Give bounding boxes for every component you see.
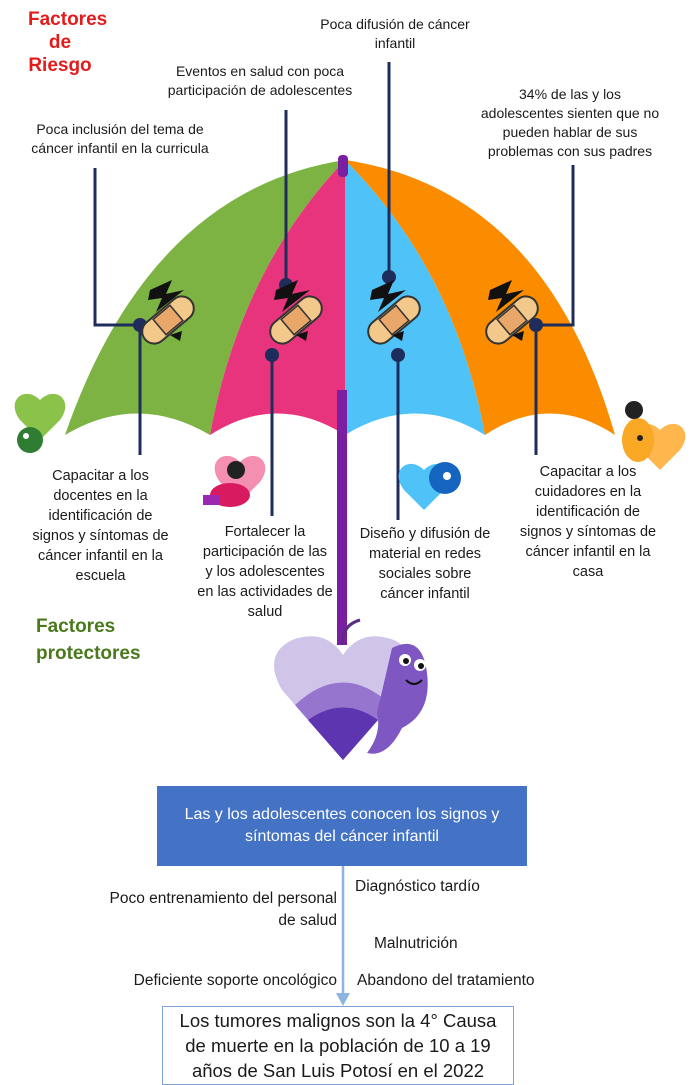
umbrella-shaft [337, 390, 347, 645]
bandaid-icon [269, 295, 323, 345]
heart-mascot-blue-icon [398, 462, 461, 510]
canopy-panel-cyan [345, 160, 485, 435]
risk-factor-center-left: Eventos en salud con poca participación … [167, 63, 353, 98]
risk-connectors [93, 62, 575, 327]
canopy-scallop-2 [210, 413, 345, 435]
flow-factor-malnutrition: Malnutrición [374, 935, 458, 952]
bandaid-icon [485, 295, 539, 345]
protective-factor-participation: Fortalecer la participación de las y los… [197, 524, 333, 620]
canopy-panel-orange [345, 160, 615, 435]
protective-factors-title: Factores protectores [36, 616, 141, 664]
risk-factor-left: Poca inclusión del tema de cáncer infant… [31, 121, 209, 156]
bandaid-icon [141, 295, 195, 345]
heart-mascot-purple-icon [274, 636, 428, 760]
lightning-icon [148, 280, 524, 341]
heart-mascot-pink-icon [203, 455, 266, 507]
flow-factor-staff-training: Poco entrenamiento del personal de salud [109, 890, 337, 929]
flow-factor-oncology-support: Deficiente soporte oncológico [133, 972, 337, 989]
risk-factor-right: 34% de las y los adolescentes sienten qu… [480, 86, 660, 159]
flow-factor-treatment-abandonment: Abandono del tratamiento [357, 972, 535, 989]
umbrella-handle-hook [340, 618, 361, 646]
canopy-scallop-3 [345, 413, 485, 435]
umbrella-tip [338, 155, 348, 177]
canopy-scallop-4 [485, 413, 615, 435]
heart-mascot-orange-icon [622, 401, 686, 470]
bandaid-icon [367, 295, 421, 345]
risk-factor-center-right: Poca difusión de cáncer infantil [320, 16, 470, 51]
canopy-scallop-1 [65, 413, 210, 435]
heart-mascot-green-icon [14, 393, 66, 453]
protective-factor-teachers: Capacitar a los docentes en la identific… [32, 468, 169, 584]
protective-factor-social-media: Diseño y difusión de material en redes s… [359, 526, 491, 602]
flow-arrow [336, 866, 350, 1006]
canopy-panel-green [65, 160, 345, 435]
flow-factor-late-diagnosis: Diagnóstico tardío [355, 878, 480, 895]
protective-connectors [138, 325, 538, 520]
central-statement-box: Las y los adolescentes conocen los signo… [157, 786, 527, 866]
outcome-box: Los tumores malignos son la 4° Causa de … [162, 1006, 514, 1085]
protective-factor-caregivers: Capacitar a los cuidadores en la identif… [519, 464, 657, 580]
risk-factors-title: Factores de Riesgo [28, 9, 108, 76]
